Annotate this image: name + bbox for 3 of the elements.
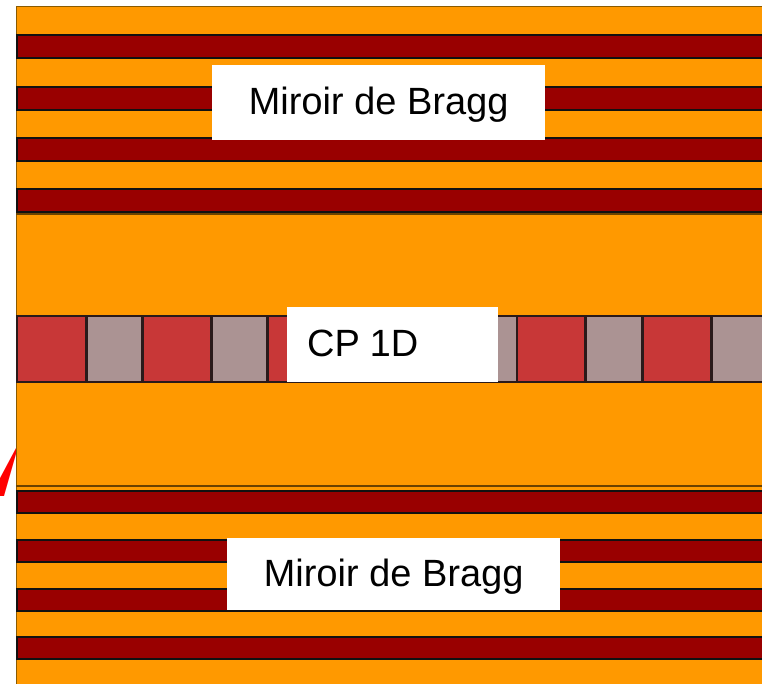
layer-label: CP 1D <box>287 307 498 382</box>
layer-label: Miroir de Bragg <box>227 538 560 610</box>
layer-label: Miroir de Bragg <box>212 65 545 140</box>
